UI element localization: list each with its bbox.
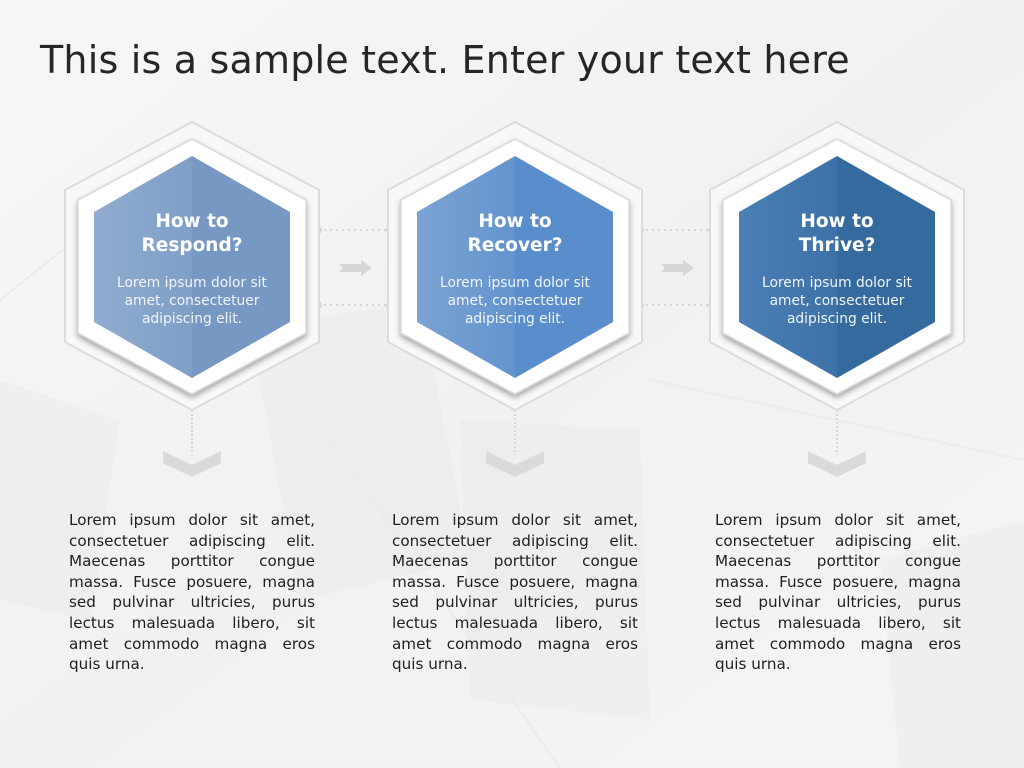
step-3-body-text: Lorem ipsum dolor sit amet, consectetuer… [715,511,961,674]
arrow-right-icon [339,260,372,276]
page-title: This is a sample text. Enter your text h… [40,38,850,82]
arrow-right-icon [661,260,694,276]
step-1-heading: How to Respond? [102,210,282,258]
step-hexagon-1 [64,120,320,477]
step-2-heading: How to Recover? [425,210,605,258]
connector-2-3 [636,226,716,309]
step-hexagon-3 [709,120,965,477]
chevron-down-icon [486,451,544,477]
chevron-down-icon [163,451,221,477]
connector-1-2 [314,226,394,309]
step-1-short-desc: Lorem ipsum dolor sit amet, consectetuer… [117,275,267,327]
step-2-heading-line2: Recover? [467,235,563,256]
step-1-heading-line1: How to [155,211,229,232]
step-3-heading: How to Thrive? [747,210,927,258]
step-3-heading-line1: How to [800,211,874,232]
step-3-short-desc: Lorem ipsum dolor sit amet, consectetuer… [762,275,912,327]
step-2-short-desc: Lorem ipsum dolor sit amet, consectetuer… [440,275,590,327]
step-3-heading-line2: Thrive? [798,235,876,256]
step-2-heading-line1: How to [478,211,552,232]
step-hexagon-2 [387,120,643,477]
step-1-heading-line2: Respond? [141,235,243,256]
chevron-down-icon [808,451,866,477]
step-1-body-text: Lorem ipsum dolor sit amet, consectetuer… [69,511,315,674]
step-2-body-text: Lorem ipsum dolor sit amet, consectetuer… [392,511,638,674]
